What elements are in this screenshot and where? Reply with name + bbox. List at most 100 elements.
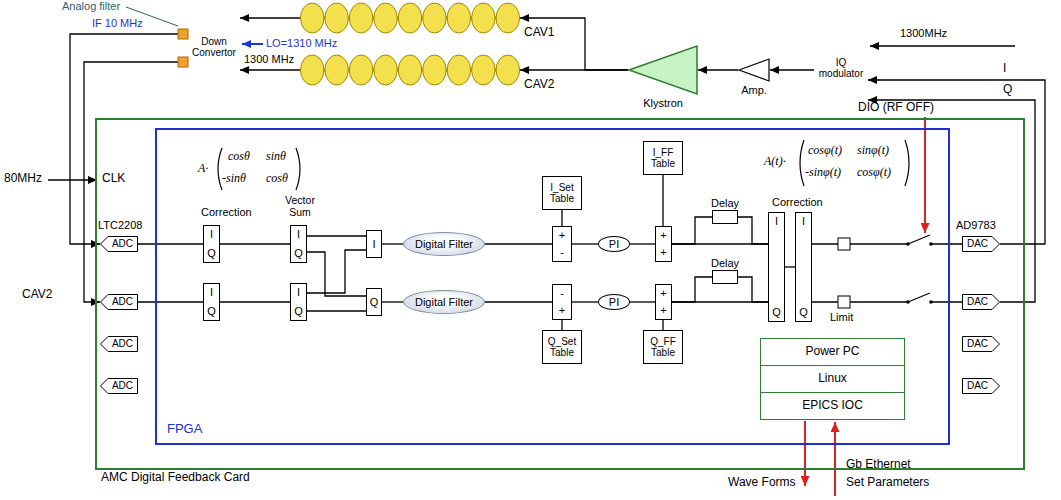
signal-wire	[84, 62, 188, 302]
node-text: Q	[370, 296, 379, 309]
node-text: CAV1	[524, 26, 554, 40]
block-label: Vector Sum	[276, 194, 324, 218]
node-text: Digital Filter	[415, 296, 473, 309]
matrix-term: -sinθ	[222, 172, 246, 186]
signal-wire	[307, 235, 366, 236]
shape-outline	[628, 45, 698, 95]
node-text: I	[775, 215, 778, 228]
delay-box: Delay	[712, 210, 738, 224]
matrix-term: cosθ	[228, 150, 250, 164]
table-box: I_Set Table	[542, 176, 582, 210]
dac-outline	[963, 237, 1000, 252]
node-text: I	[372, 238, 375, 251]
matrix-term: cosφ(t)	[808, 144, 842, 158]
node-text: I_FF Table	[644, 147, 682, 170]
cavity-cell	[496, 3, 519, 33]
iq-box: IQ	[290, 283, 307, 321]
table-box: Q_Set Table	[542, 330, 582, 364]
signal-wire	[240, 69, 300, 70]
subtractor-box: +-	[552, 226, 572, 262]
switch-contact	[906, 300, 910, 304]
iq-box: IQ	[795, 212, 812, 322]
filter-ellipse: Digital Filter	[403, 232, 485, 256]
signal-wire	[485, 243, 552, 244]
switch-contact	[906, 242, 910, 246]
node-text: ADC	[112, 338, 133, 350]
dac-symbol: DAC	[962, 378, 1000, 394]
down-convertor-box: Down Convertor	[188, 6, 240, 88]
signal-name: CLK	[102, 172, 125, 186]
pi-controller: PI	[598, 236, 630, 252]
dac-symbol: DAC	[962, 294, 1000, 310]
cavity-cell	[472, 55, 495, 85]
iq-box: IQ	[290, 225, 307, 263]
matrix-term: A·	[198, 162, 208, 176]
node-text: Q	[294, 305, 303, 318]
node-text: Q	[294, 247, 303, 260]
node-text: DAC	[967, 296, 988, 308]
signal-wire	[630, 301, 655, 302]
signal-name: LO=1310 MHz	[266, 37, 337, 50]
sum-box: I	[366, 230, 382, 258]
node-text: -	[560, 287, 564, 300]
cavity: CAV2	[300, 54, 520, 86]
clock-arrow	[48, 179, 97, 180]
cavity-cell	[374, 55, 397, 85]
interface-label: Wave Forms	[728, 476, 796, 490]
node-text: Q	[207, 305, 216, 318]
node-text: I_Set Table	[543, 182, 581, 205]
node-text: ADC	[112, 296, 133, 308]
signal-name: Q	[1003, 83, 1012, 97]
signal-name: 80MHz	[4, 172, 42, 186]
table-box: I_FF Table	[643, 141, 683, 175]
node-text: DAC	[967, 380, 988, 392]
node-text: I	[297, 228, 300, 241]
adc-outline	[101, 295, 138, 310]
table-box: Q_FF Table	[643, 330, 683, 364]
node-text: I	[297, 286, 300, 299]
node-text: Q_FF Table	[644, 336, 682, 359]
matrix-term: -sinφ(t)	[805, 166, 841, 180]
node-text: -	[560, 246, 564, 259]
cavity-cell	[325, 3, 348, 33]
lo-arrow	[242, 43, 263, 45]
part-name: AD9783	[956, 219, 996, 232]
signal-name: 1300 MHz	[244, 53, 294, 66]
cavity-cell	[398, 55, 421, 85]
software-layer-box: EPICS IOC	[760, 392, 905, 420]
switch-lever	[908, 293, 930, 302]
analog-filter-symbol	[178, 57, 188, 67]
node-text: EPICS IOC	[802, 399, 863, 413]
node-text: FPGA	[167, 422, 202, 437]
signal-wire	[520, 69, 628, 70]
dio-arrow	[924, 117, 926, 233]
matrix-bracket	[218, 148, 222, 190]
signal-wire	[812, 243, 962, 244]
signal-wire	[307, 310, 366, 311]
dac-outline	[963, 295, 1000, 310]
node-text: CAV2	[524, 78, 554, 92]
matrix-term: cosθ	[266, 172, 288, 186]
node-text: DAC	[967, 238, 988, 250]
cavity-cell	[349, 3, 372, 33]
adc-outline	[101, 337, 138, 352]
shape-outline	[300, 2, 520, 34]
rf-input-arrow	[870, 45, 1015, 46]
dac-outline	[963, 379, 1000, 394]
adder-box: ++	[655, 226, 672, 262]
adc-outline	[101, 237, 138, 252]
cavity-cell	[472, 3, 495, 33]
signal-wire	[561, 320, 562, 330]
signal-wire	[662, 320, 663, 330]
klystron-triangle	[629, 46, 697, 94]
signal-wire	[240, 17, 300, 18]
filter-ellipse: Digital Filter	[403, 290, 485, 314]
node-text: Down Convertor	[188, 36, 240, 59]
node-text: PI	[609, 238, 619, 251]
ethernet-arrow	[834, 422, 836, 496]
signal-name: CAV2	[22, 288, 52, 302]
signal-wire	[738, 217, 768, 244]
node-text: +	[559, 229, 565, 242]
